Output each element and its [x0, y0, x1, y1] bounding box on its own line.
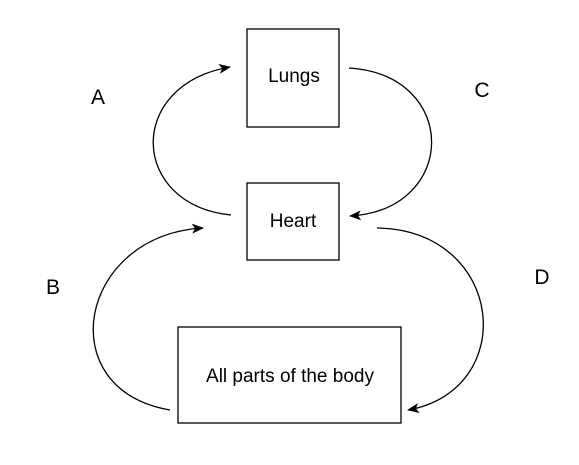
- path-label-a: A: [91, 86, 105, 109]
- arrow-b-body-to-heart: [92, 223, 204, 411]
- heart-label: Heart: [270, 211, 317, 232]
- body-label: All parts of the body: [206, 366, 374, 387]
- path-label-b: B: [46, 276, 60, 299]
- heart-node: Heart: [246, 182, 340, 261]
- body-node: All parts of the body: [177, 326, 402, 424]
- arrow-a-heart-to-lungs: [152, 63, 232, 216]
- arrow-c-lungs-to-heart: [348, 67, 433, 221]
- path-label-c: C: [474, 79, 489, 102]
- arrow-d-heart-to-body: [376, 227, 484, 413]
- lungs-label: Lungs: [268, 66, 320, 87]
- path-label-d: D: [534, 266, 549, 289]
- lungs-node: Lungs: [246, 28, 340, 128]
